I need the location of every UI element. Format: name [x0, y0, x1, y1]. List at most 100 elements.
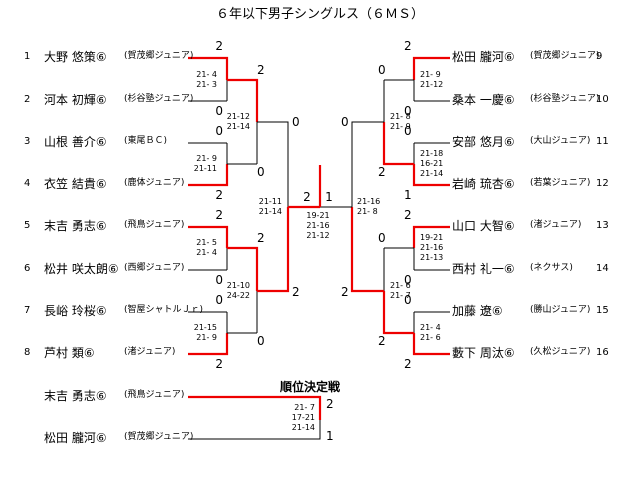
player-name: 加藤 遼⑥: [452, 304, 503, 318]
game-count: 2: [378, 334, 386, 348]
set-score: 21-14: [226, 122, 250, 131]
club-name: (鹿体ジュニア): [124, 178, 185, 188]
game-count: 2: [404, 39, 412, 53]
set-score: 21- 9: [420, 70, 441, 79]
bracket-line: [412, 56, 450, 80]
set-score: 21-16: [420, 243, 444, 252]
bracket-line: [188, 164, 229, 187]
game-count: 0: [215, 124, 223, 138]
player-name: 岩崎 琉杏⑥: [452, 177, 515, 191]
club-name: (渚ジュニア): [530, 220, 582, 230]
bracket-line: [257, 207, 290, 293]
set-score: 21- 8: [390, 112, 411, 121]
game-count: 0: [215, 104, 223, 118]
seed-number: 12: [596, 178, 609, 189]
set-score: 21- 9: [196, 333, 217, 342]
club-name: (賀茂郷ジュニア): [124, 432, 194, 442]
game-count: 0: [404, 293, 412, 307]
seed-number: 4: [24, 178, 31, 189]
game-count: 0: [404, 124, 412, 138]
set-score: 21-12: [226, 112, 250, 121]
player-name: 藪下 周汰⑥: [452, 346, 515, 360]
game-count: 0: [292, 115, 300, 129]
bracket-line: [412, 333, 450, 356]
bracket-line: [351, 121, 384, 207]
seed-number: 7: [24, 305, 31, 316]
club-name: (飛鳥ジュニア): [124, 220, 185, 230]
set-score: 24-22: [226, 291, 250, 300]
game-count: 0: [404, 104, 412, 118]
player-name: 末吉 勇志⑥: [44, 219, 107, 233]
game-count: 0: [404, 273, 412, 287]
game-count: 0: [257, 334, 265, 348]
set-score: 21-16: [306, 221, 330, 230]
seed-number: 5: [24, 220, 31, 231]
game-count: 2: [215, 357, 223, 371]
player-name: 桑本 一慶⑥: [452, 93, 515, 107]
bracket-line: [382, 122, 414, 166]
seed-number: 14: [596, 263, 609, 274]
bracket-line: [188, 395, 322, 420]
player-name: 芦村 類⑥: [44, 346, 95, 360]
game-count: 2: [404, 208, 412, 222]
set-score: 21- 4: [196, 248, 217, 257]
set-score: 21- 6: [390, 281, 411, 290]
bracket-line: [412, 225, 450, 248]
game-count: 0: [257, 165, 265, 179]
club-name: (杉谷塾ジュニア): [124, 94, 194, 104]
game-count: 2: [257, 231, 265, 245]
set-score: 21-14: [420, 169, 444, 178]
set-score: 19-21: [306, 211, 330, 220]
set-score: 21- 8: [357, 207, 378, 216]
set-score: 21-14: [258, 207, 282, 216]
player-name: 松井 咲太朗⑥: [44, 262, 119, 276]
set-score: 16-21: [420, 159, 444, 168]
seed-number: 11: [596, 136, 609, 147]
player-name: 松田 朧河⑥: [44, 431, 107, 445]
bracket-line: [188, 420, 321, 440]
game-count: 0: [341, 115, 349, 129]
game-count: 2: [326, 397, 334, 411]
game-count: 2: [378, 165, 386, 179]
player-name: 安部 悠月⑥: [452, 135, 515, 149]
player-name: 山根 善介⑥: [44, 135, 107, 149]
set-score: 21- 9: [196, 154, 217, 163]
game-count: 1: [326, 429, 334, 443]
set-score: 21-14: [291, 423, 315, 432]
set-score: 21- 7: [390, 291, 411, 300]
club-name: (飛鳥ジュニア): [124, 390, 185, 400]
set-score: 21-11: [258, 197, 282, 206]
club-name: (賀茂郷ジュニア): [124, 51, 194, 61]
player-name: 河本 初輝⑥: [44, 93, 107, 107]
player-name: 山口 大智⑥: [452, 219, 515, 233]
set-score: 17-21: [291, 413, 315, 422]
set-score: 21-16: [357, 197, 381, 206]
game-count: 2: [303, 190, 311, 204]
game-count: 2: [404, 357, 412, 371]
set-score: 21- 9: [390, 122, 411, 131]
game-count: 2: [292, 285, 300, 299]
set-score: 21- 3: [196, 80, 217, 89]
game-count: 2: [341, 285, 349, 299]
set-score: 21- 7: [294, 403, 315, 412]
bracket-line: [227, 78, 259, 122]
set-score: 21-11: [193, 164, 217, 173]
club-name: (西郷ジュニア): [124, 263, 185, 273]
bracket-line: [188, 333, 229, 356]
seed-number: 2: [24, 94, 31, 105]
player-name: 西村 礼一⑥: [452, 262, 515, 276]
bracket-line: [382, 291, 414, 335]
bracket-line: [257, 121, 289, 207]
player-name: 衣笠 結貴⑥: [44, 177, 107, 191]
club-name: (賀茂郷ジュニア): [530, 51, 600, 61]
game-count: 1: [404, 188, 412, 202]
set-score: 21- 5: [196, 238, 217, 247]
game-count: 0: [378, 231, 386, 245]
playoff-title: 順位決定戦: [280, 380, 341, 394]
club-name: (大山ジュニア): [530, 136, 591, 146]
club-name: (勝山ジュニア): [530, 305, 591, 315]
club-name: (智屋シャトルＪｒ): [124, 305, 204, 315]
set-score: 21-13: [420, 253, 444, 262]
bracket-line: [188, 225, 229, 248]
